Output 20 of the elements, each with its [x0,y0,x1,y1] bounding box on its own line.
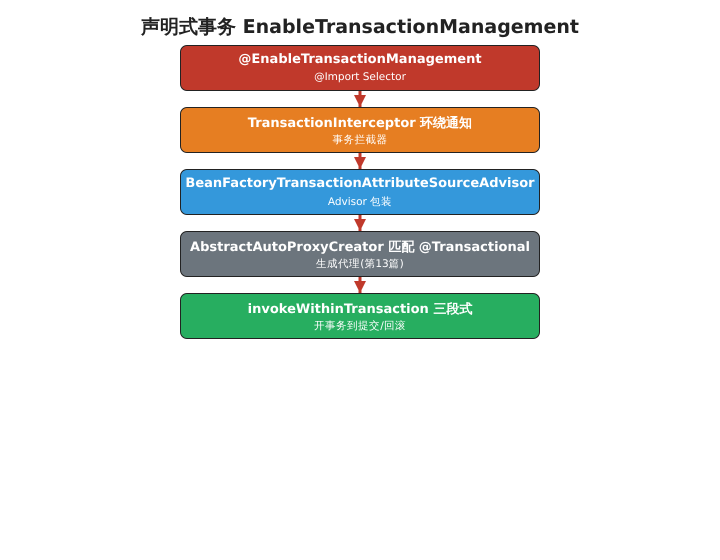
box-heading: BeanFactoryTransactionAttributeSourceAdvisor [184,176,536,191]
box-subtitle: 生成代理(第13篇) [315,257,405,271]
box-heading: invokeWithinTransaction 三段式 [246,301,474,318]
process-box [180,231,540,277]
box-subtitle: Advisor 包装 [326,195,394,209]
process-box [180,293,540,339]
box-subtitle: @Import Selector [313,71,407,83]
title: 声明式事务 EnableTransactionManagement [140,15,580,40]
arrow [354,215,366,231]
process-box [180,107,540,153]
box-heading: AbstractAutoProxyCreator 匹配 @Transactional [189,239,531,256]
arrow [354,277,366,293]
box-subtitle: 事务拦截器 [332,133,388,147]
box-subtitle: 开事务到提交/回滚 [313,319,407,333]
arrow [354,153,366,169]
arrow [354,91,366,107]
process-box [180,45,540,91]
box-heading: TransactionInterceptor 环绕通知 [246,115,474,132]
process-box [180,169,540,215]
box-heading: @EnableTransactionManagement [237,52,483,67]
